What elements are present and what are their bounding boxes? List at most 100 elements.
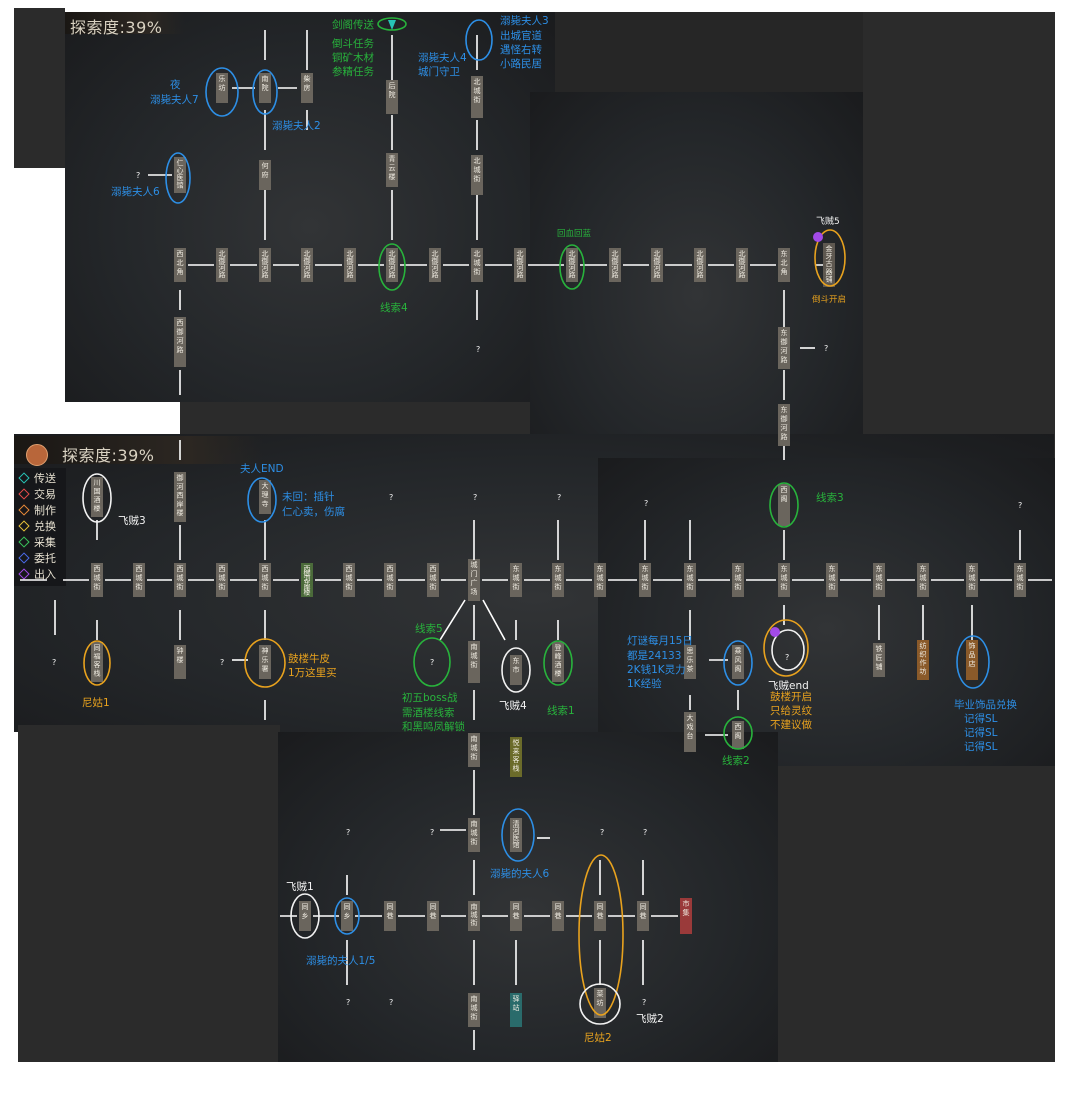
badge-label: 西御河路 (177, 319, 184, 354)
street-badge[interactable]: 同巷 (594, 901, 606, 931)
street-badge[interactable]: 大戏台 (684, 712, 696, 752)
street-badge[interactable]: 东御河路 (778, 404, 790, 446)
street-badge[interactable]: 北御河路 (514, 248, 526, 282)
street-badge[interactable]: 北城街 (471, 155, 483, 195)
street-badge[interactable]: 御河西岸楼 (174, 472, 186, 522)
highlight-ellipse (247, 477, 277, 523)
street-badge[interactable]: 西城街 (259, 563, 271, 597)
street-badge[interactable]: 东城街 (552, 563, 564, 597)
street-badge[interactable]: 南城街 (468, 733, 480, 767)
street-badge[interactable]: 北御河路 (694, 248, 706, 282)
street-badge[interactable]: 后院 (386, 80, 398, 114)
street-badge[interactable]: 西北角 (174, 248, 186, 282)
street-badge[interactable]: 北御河路 (301, 248, 313, 282)
street-badge[interactable]: 川国酒楼 (91, 477, 103, 517)
street-badge[interactable]: 北御河路 (566, 248, 578, 282)
legend-exchange[interactable]: 兑换 (14, 518, 66, 534)
street-badge[interactable]: 东城街 (873, 563, 885, 597)
street-badge[interactable]: 同巷 (637, 901, 649, 931)
street-badge[interactable]: 东城街 (594, 563, 606, 597)
badge-label: 何府 (262, 161, 269, 179)
street-badge[interactable]: 北御河路 (736, 248, 748, 282)
street-badge[interactable]: 西城街 (91, 563, 103, 597)
street-badge[interactable]: 南院 (259, 73, 271, 103)
street-badge[interactable]: 西城街 (216, 563, 228, 597)
legend-craft[interactable]: 制作 (14, 502, 66, 518)
street-badge[interactable]: 南城街 (468, 993, 480, 1027)
street-badge[interactable]: 北御河路 (386, 248, 398, 282)
street-badge[interactable]: 大理寺 (259, 480, 271, 514)
street-badge[interactable]: 同巷 (427, 901, 439, 931)
street-badge[interactable]: 北御河路 (344, 248, 356, 282)
street-badge[interactable]: 饰品店 (966, 640, 978, 680)
street-badge[interactable]: 东城街 (732, 563, 744, 597)
street-badge[interactable]: 同福客栈 (91, 642, 103, 682)
legend-gather[interactable]: 采集 (14, 534, 66, 550)
badge-bg (514, 248, 526, 282)
street-badge[interactable]: 西阁 (732, 721, 744, 749)
street-badge[interactable]: 悦来客栈 (510, 737, 522, 777)
street-badge[interactable]: 同乡 (299, 901, 311, 931)
street-badge[interactable]: 同巷 (552, 901, 564, 931)
legend-entrance[interactable]: 出入 (14, 566, 66, 582)
legend-teleport[interactable]: 传送 (14, 470, 66, 486)
street-badge[interactable]: 城门广场 (468, 559, 480, 601)
street-badge[interactable]: 西御河东岸楼 (301, 563, 313, 597)
badge-bg (966, 563, 978, 597)
street-badge[interactable]: 北御河路 (216, 248, 228, 282)
badge-bg (732, 721, 744, 749)
street-badge[interactable]: 东城街 (966, 563, 978, 597)
street-badge[interactable]: 东城街 (917, 563, 929, 597)
street-badge[interactable]: 市集 (680, 898, 692, 934)
street-badge[interactable]: 东城街 (510, 563, 522, 597)
street-badge[interactable]: 乘风阁 (732, 645, 744, 679)
street-badge[interactable]: 北御河路 (259, 248, 271, 282)
street-badge[interactable]: 北御河路 (609, 248, 621, 282)
street-badge[interactable]: 同乡 (341, 901, 353, 931)
street-badge[interactable]: 仁心医馆 (174, 157, 186, 193)
street-badge[interactable]: 西阁 (778, 484, 790, 526)
street-badge[interactable]: 菜坊 (594, 988, 606, 1018)
street-badge[interactable]: 西御河路 (174, 317, 186, 367)
street-badge[interactable]: 东城街 (684, 563, 696, 597)
street-badge[interactable]: 金牙古器铺 (823, 243, 835, 287)
street-badge[interactable]: 南城街 (468, 901, 480, 931)
annotation-text: 飞贼4 (499, 699, 527, 712)
badge-bg (684, 563, 696, 597)
street-badge[interactable]: 清河医馆 (510, 818, 522, 852)
street-badge[interactable]: 神乐署 (259, 645, 271, 679)
street-badge[interactable]: 东城街 (639, 563, 651, 597)
street-badge[interactable]: 同巷 (384, 901, 396, 931)
street-badge[interactable]: 东御河路 (778, 327, 790, 369)
street-badge[interactable]: 东城街 (826, 563, 838, 597)
street-badge[interactable]: 西城街 (133, 563, 145, 597)
street-badge[interactable]: 北御河路 (429, 248, 441, 282)
street-badge[interactable]: 南城街 (468, 818, 480, 852)
street-badge[interactable]: 北城街 (471, 248, 483, 282)
street-badge[interactable]: 北御河路 (651, 248, 663, 282)
street-badge[interactable]: 西城街 (343, 563, 355, 597)
street-badge[interactable]: 乐坊 (216, 73, 228, 103)
legend-trade[interactable]: 交易 (14, 486, 66, 502)
street-badge[interactable]: 东北角 (778, 248, 790, 282)
street-badge[interactable]: 东市 (510, 655, 522, 685)
street-badge[interactable]: 登峰酒楼 (552, 642, 564, 682)
street-badge[interactable]: 东城街 (1014, 563, 1026, 597)
street-badge[interactable]: 何府 (259, 160, 271, 190)
street-badge[interactable]: 青云楼 (386, 153, 398, 187)
street-badge[interactable]: 纺织作坊 (917, 640, 929, 680)
street-badge[interactable]: 西城街 (384, 563, 396, 597)
badge-bg (637, 901, 649, 931)
street-badge[interactable]: 柴房 (301, 73, 313, 103)
street-badge[interactable]: 西城街 (427, 563, 439, 597)
street-badge[interactable]: 南城街 (468, 641, 480, 683)
street-badge[interactable]: 北城街 (471, 76, 483, 118)
street-badge[interactable]: 同巷 (510, 901, 522, 931)
street-badge[interactable]: 铁匠铺 (873, 643, 885, 677)
legend-commission[interactable]: 委托 (14, 550, 66, 566)
street-badge[interactable]: 钟楼 (174, 645, 186, 679)
street-badge[interactable]: 驿站 (510, 993, 522, 1027)
street-badge[interactable]: 思乐茶 (684, 645, 696, 679)
street-badge[interactable]: 东城街 (778, 563, 790, 597)
street-badge[interactable]: 西城街 (174, 563, 186, 597)
